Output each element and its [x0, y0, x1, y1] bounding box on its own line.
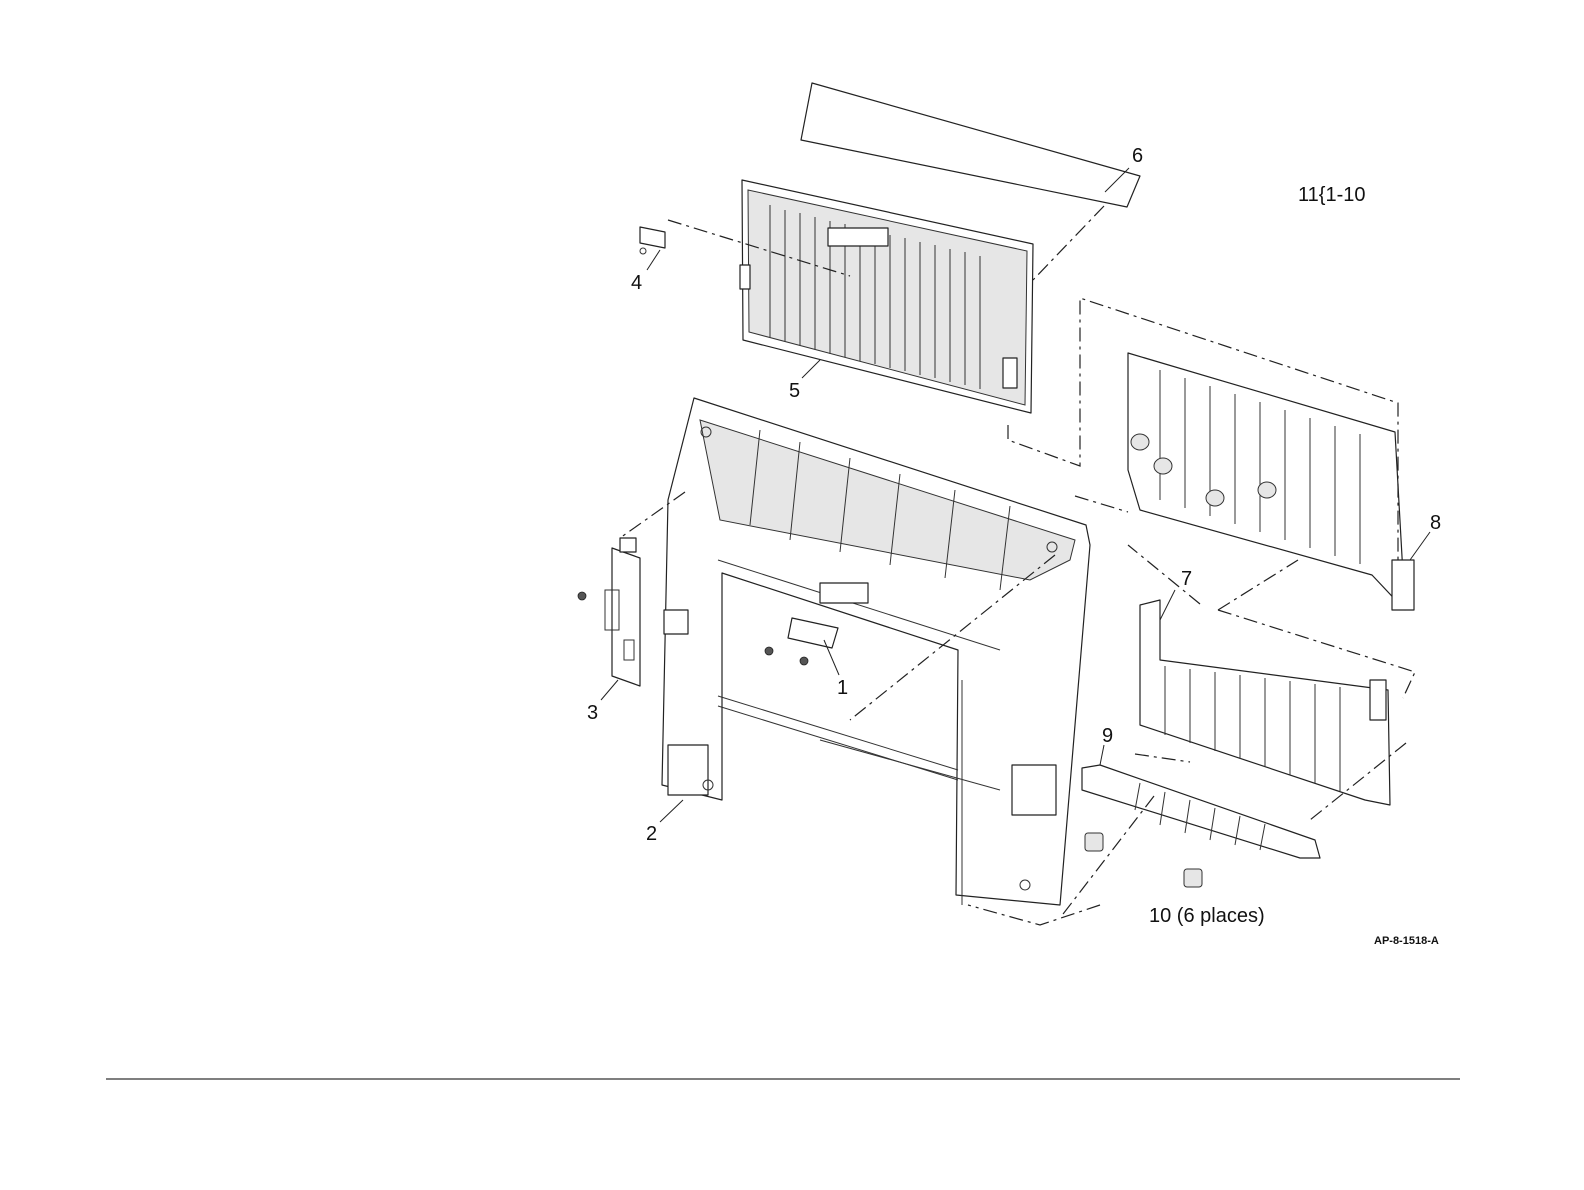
part-1-bracket [765, 618, 838, 665]
callout-4: 4 [631, 272, 642, 294]
callout-2: 2 [646, 823, 657, 845]
callout-7: 7 [1181, 568, 1192, 590]
callout-9: 9 [1102, 725, 1113, 747]
part-6-sheet [801, 83, 1140, 207]
part-5-upper-cover [740, 180, 1033, 413]
part-2-frame [662, 398, 1090, 905]
callout-5: 5 [789, 380, 800, 402]
callout-6: 6 [1132, 145, 1143, 167]
part-10-rollers [1085, 833, 1202, 887]
part-7-guide [1140, 600, 1390, 805]
part-3-side-plate [578, 538, 640, 686]
part-8-rear-guide [1128, 353, 1414, 610]
callout-3: 3 [587, 702, 598, 724]
drawing-id: AP-8-1518-A [1374, 935, 1439, 947]
callout-8: 8 [1430, 512, 1441, 534]
callout-1: 1 [837, 677, 848, 699]
callout-11: 11{1-10 [1298, 184, 1365, 206]
callout-10: 10 (6 places) [1149, 905, 1265, 927]
part-4-bracket [640, 227, 665, 254]
